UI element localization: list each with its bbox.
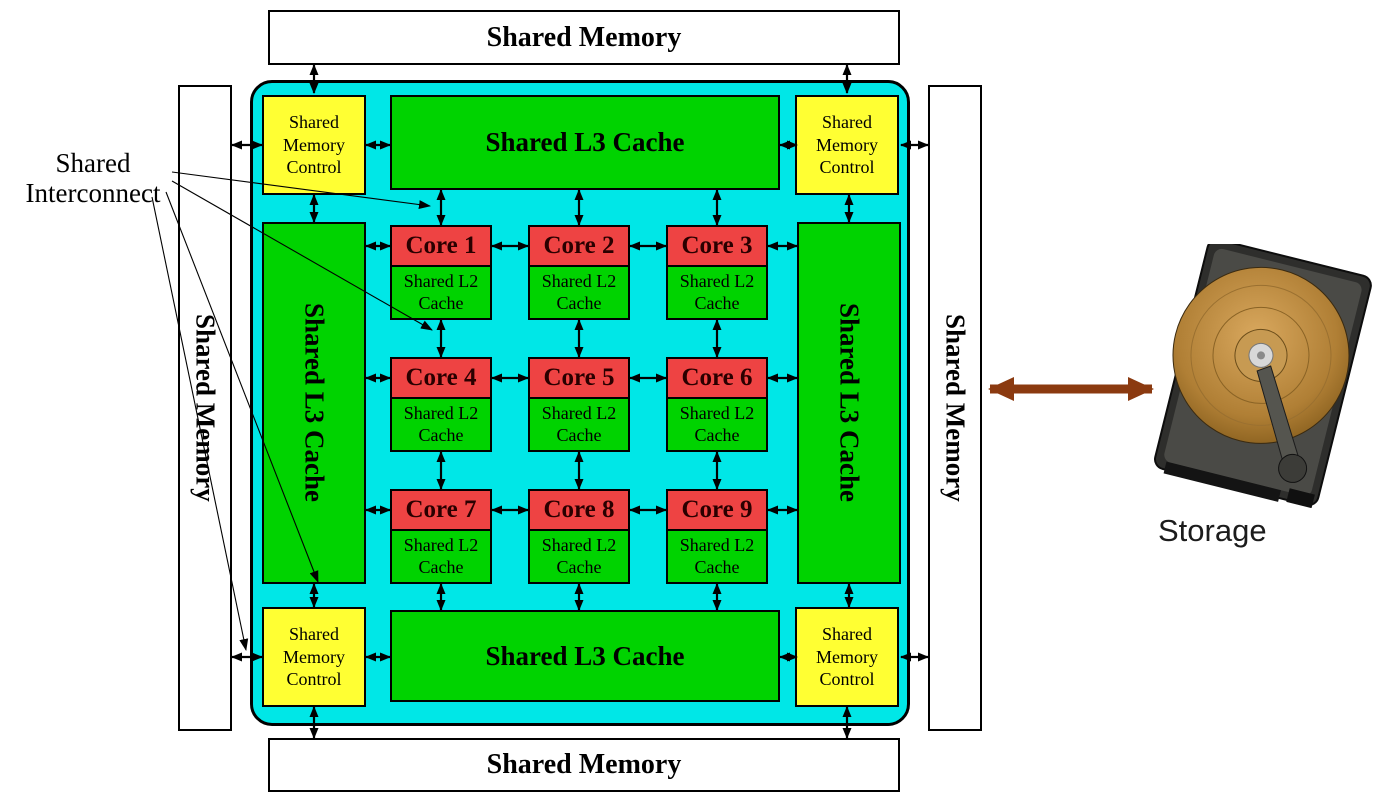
core-cell-8: Core 8 Shared L2 Cache — [528, 489, 630, 584]
l3-cache-right: Shared L3 Cache — [797, 222, 901, 584]
core-4-box: Core 4 — [390, 357, 492, 399]
core-6-box: Core 6 — [666, 357, 768, 399]
shared-memory-bottom: Shared Memory — [268, 738, 900, 792]
core-3-box: Core 3 — [666, 225, 768, 267]
core-8-box: Core 8 — [528, 489, 630, 531]
core-8-l2-cache: Shared L2 Cache — [528, 529, 630, 584]
core-1-box: Core 1 — [390, 225, 492, 267]
core-5-box: Core 5 — [528, 357, 630, 399]
l3-cache-bottom: Shared L3 Cache — [390, 610, 780, 702]
core-7-box: Core 7 — [390, 489, 492, 531]
core-5-l2-cache: Shared L2 Cache — [528, 397, 630, 452]
core-9-box: Core 9 — [666, 489, 768, 531]
l3-cache-top: Shared L3 Cache — [390, 95, 780, 190]
memory-control-top-right: Shared Memory Control — [795, 95, 899, 195]
shared-memory-right: Shared Memory — [928, 85, 982, 731]
hard-drive-icon — [1154, 244, 1372, 508]
l3-cache-left: Shared L3 Cache — [262, 222, 366, 584]
storage-label: Storage — [1158, 513, 1267, 548]
memory-control-top-left: Shared Memory Control — [262, 95, 366, 195]
memory-control-bottom-left: Shared Memory Control — [262, 607, 366, 707]
core-3-l2-cache: Shared L2 Cache — [666, 265, 768, 320]
core-cell-4: Core 4 Shared L2 Cache — [390, 357, 492, 452]
core-cell-7: Core 7 Shared L2 Cache — [390, 489, 492, 584]
core-2-box: Core 2 — [528, 225, 630, 267]
core-cell-1: Core 1 Shared L2 Cache — [390, 225, 492, 320]
core-cell-5: Core 5 Shared L2 Cache — [528, 357, 630, 452]
shared-memory-left: Shared Memory — [178, 85, 232, 731]
shared-memory-top: Shared Memory — [268, 10, 900, 65]
core-6-l2-cache: Shared L2 Cache — [666, 397, 768, 452]
core-1-l2-cache: Shared L2 Cache — [390, 265, 492, 320]
core-2-l2-cache: Shared L2 Cache — [528, 265, 630, 320]
core-cell-6: Core 6 Shared L2 Cache — [666, 357, 768, 452]
core-cell-2: Core 2 Shared L2 Cache — [528, 225, 630, 320]
core-cell-9: Core 9 Shared L2 Cache — [666, 489, 768, 584]
memory-control-bottom-right: Shared Memory Control — [795, 607, 899, 707]
core-cell-3: Core 3 Shared L2 Cache — [666, 225, 768, 320]
core-9-l2-cache: Shared L2 Cache — [666, 529, 768, 584]
core-4-l2-cache: Shared L2 Cache — [390, 397, 492, 452]
core-7-l2-cache: Shared L2 Cache — [390, 529, 492, 584]
shared-interconnect-label: Shared Interconnect — [25, 148, 161, 209]
